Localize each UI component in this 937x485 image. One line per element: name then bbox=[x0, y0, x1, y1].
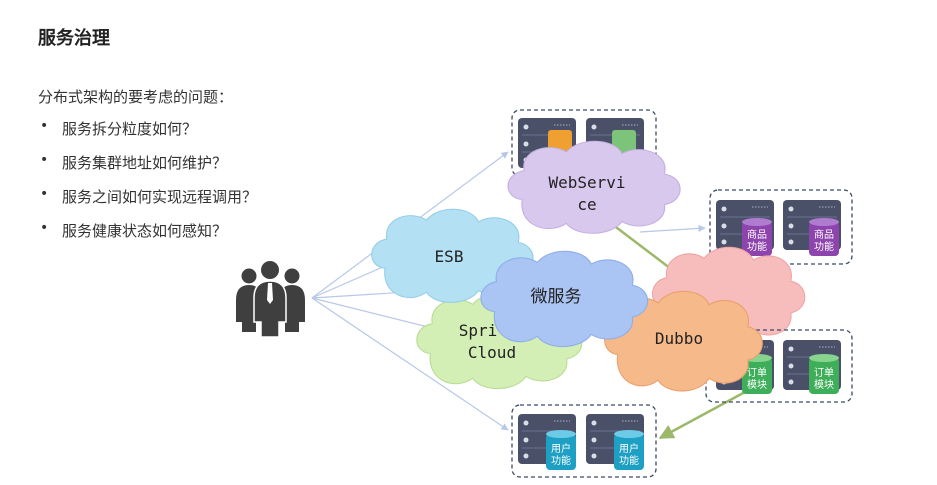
user-label-2: 功能 bbox=[619, 454, 639, 467]
bullet-icon: • bbox=[40, 186, 49, 202]
order-module-icon: 订单 模块 bbox=[809, 354, 839, 394]
question-list: •服务拆分粒度如何？ •服务集群地址如何维护？ •服务之间如何实现远程调用？ •… bbox=[38, 118, 257, 254]
webservice-label-2: ce bbox=[577, 195, 596, 214]
list-item: •服务健康状态如何感知？ bbox=[40, 220, 228, 240]
question-heading: 分布式架构的要考虑的问题： bbox=[38, 88, 234, 106]
product-module-icon: 商品 功能 bbox=[742, 218, 772, 256]
list-item: •服务拆分粒度如何？ bbox=[40, 118, 198, 138]
order-label-2: 模块 bbox=[814, 379, 834, 391]
webservice-label-1: WebServi bbox=[548, 173, 625, 192]
user-module-icon: 用户 功能 bbox=[614, 430, 644, 470]
bullet-icon: • bbox=[40, 220, 49, 236]
page-title: 服务治理 bbox=[38, 28, 110, 49]
product-label-2: 功能 bbox=[814, 240, 834, 253]
users-icon bbox=[236, 261, 305, 338]
spring-cloud-label-1: Spri bbox=[459, 321, 498, 340]
cloud-microservice: 微服务 bbox=[480, 250, 649, 348]
user-label-2: 功能 bbox=[551, 454, 571, 467]
product-label-1: 商品 bbox=[814, 228, 834, 241]
list-item: •服务之间如何实现远程调用？ bbox=[40, 186, 258, 206]
product-label-1: 商品 bbox=[747, 228, 767, 241]
order-label-2: 模块 bbox=[747, 379, 767, 391]
server-group-product: 商品 功能 商品 功能 bbox=[709, 189, 853, 265]
user-module-icon: 用户 功能 bbox=[546, 430, 576, 470]
bullet-icon: • bbox=[40, 152, 49, 168]
bullet-icon: • bbox=[40, 118, 49, 134]
cloud-dubbo: Dubbo bbox=[604, 290, 763, 392]
order-label-1: 订单 bbox=[747, 367, 767, 379]
order-label-1: 订单 bbox=[814, 367, 834, 379]
product-module-icon: 商品 功能 bbox=[809, 218, 839, 256]
cloud-esb: ESB bbox=[371, 208, 534, 303]
user-label-1: 用户 bbox=[551, 442, 571, 455]
cloud-webservice: WebServi ce bbox=[507, 140, 681, 234]
user-label-1: 用户 bbox=[619, 442, 639, 455]
product-label-2: 功能 bbox=[747, 240, 767, 253]
microservice-label: 微服务 bbox=[531, 287, 582, 307]
esb-label: ESB bbox=[435, 247, 464, 266]
spring-cloud-label-2: Cloud bbox=[468, 343, 516, 362]
list-item: •服务集群地址如何维护？ bbox=[40, 152, 228, 172]
cloud-spring-cloud: Spri Cloud bbox=[416, 292, 583, 390]
dubbo-label: Dubbo bbox=[655, 329, 703, 348]
server-group-user: 用户 功能 用户 功能 bbox=[511, 404, 657, 478]
